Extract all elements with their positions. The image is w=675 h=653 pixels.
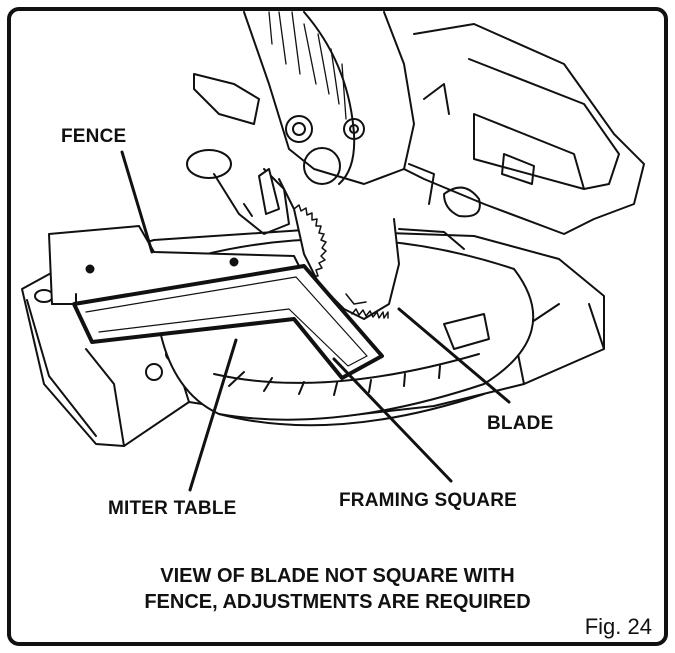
miter-table-leader-line xyxy=(188,338,238,492)
figure-caption: VIEW OF BLADE NOT SQUARE WITH FENCE, ADJ… xyxy=(11,563,664,615)
saw-head xyxy=(186,11,645,250)
caption-line-1: VIEW OF BLADE NOT SQUARE WITH xyxy=(160,565,515,587)
framing-square xyxy=(72,264,384,380)
fence-leader-line xyxy=(120,150,154,254)
leader-lines xyxy=(120,150,511,492)
miter-table-label: MITER TABLE xyxy=(108,498,237,519)
figure-number: Fig. 24 xyxy=(584,614,652,639)
figure-frame: FENCE BLADE MITER TABLE FRAMING SQUARE V… xyxy=(7,7,668,646)
fence-label: FENCE xyxy=(61,126,127,147)
blade-label: BLADE xyxy=(487,413,554,434)
framing-square-leader-line xyxy=(332,357,453,483)
caption-line-2: FENCE, ADJUSTMENTS ARE REQUIRED xyxy=(144,591,531,613)
framing-square-label: FRAMING SQUARE xyxy=(339,490,518,511)
blade-leader-line xyxy=(397,307,511,404)
miter-saw-illustration xyxy=(21,11,645,492)
